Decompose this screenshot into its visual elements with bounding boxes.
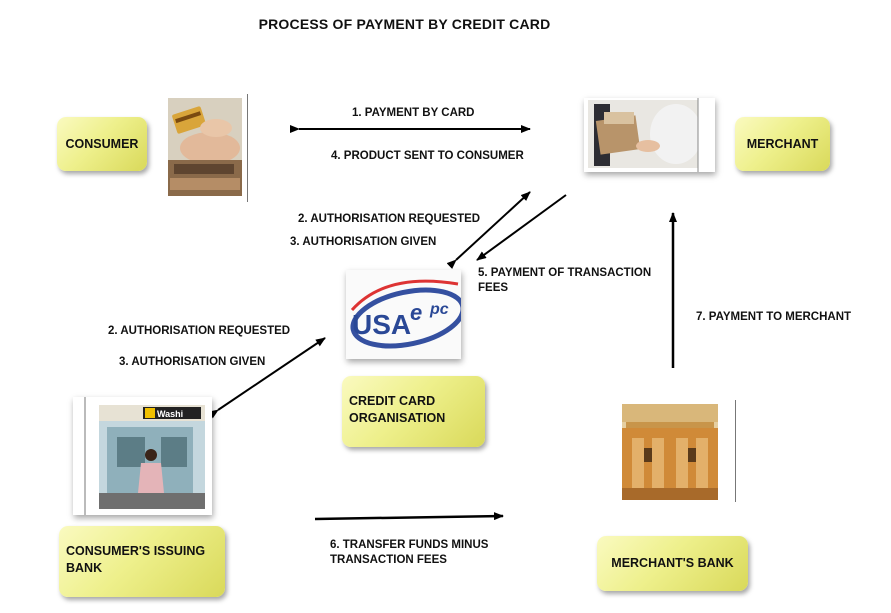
logo-tail: pc (429, 301, 449, 318)
node-consumers-issuing-bank: CONSUMER'S ISSUING BANK (59, 526, 225, 597)
merchants-bank-photo (622, 404, 718, 500)
merchants-bank-photo-edge (735, 400, 736, 502)
step-auth-requested-left: 2. AUTHORISATION REQUESTED (108, 325, 291, 337)
step-payment-by-card: 1. PAYMENT BY CARD (352, 107, 475, 119)
node-credit-card-organisation: CREDIT CARD ORGANISATION (342, 376, 485, 447)
step-payment-fees: 5. PAYMENT OF TRANSACTION FEES (478, 267, 652, 294)
node-consumer: CONSUMER (57, 117, 147, 171)
atm-photo: Washi (73, 397, 212, 515)
arrow-auth-left (208, 337, 326, 419)
logo-e: e (410, 300, 422, 325)
step-product-sent: 4. PRODUCT SENT TO CONSUMER (331, 150, 524, 162)
step-auth-given-top: 3. AUTHORISATION GIVEN (290, 236, 437, 248)
consumer-photo-edge (247, 94, 248, 202)
step-transfer-funds: 6. TRANSFER FUNDS MINUS TRANSACTION FEES (330, 539, 489, 566)
consumer-photo (168, 98, 242, 196)
step-payment-to-merchant: 7. PAYMENT TO MERCHANT (696, 311, 852, 323)
node-merchants-bank: MERCHANT'S BANK (597, 536, 748, 591)
atm-sign-text: Washi (157, 409, 183, 419)
logo-text: USA (352, 309, 411, 340)
step-auth-requested-top: 2. AUTHORISATION REQUESTED (298, 213, 481, 225)
arrow-transfer (314, 512, 504, 521)
step-auth-given-left: 3. AUTHORISATION GIVEN (119, 356, 266, 368)
merchant-photo (584, 98, 715, 172)
diagram-title: PROCESS OF PAYMENT BY CREDIT CARD (258, 16, 551, 32)
arrow-fees (476, 194, 567, 261)
node-merchant: MERCHANT (735, 117, 830, 171)
arrow-auth-top (446, 191, 531, 270)
credit-card-org-logo: USA e pc (346, 270, 461, 359)
